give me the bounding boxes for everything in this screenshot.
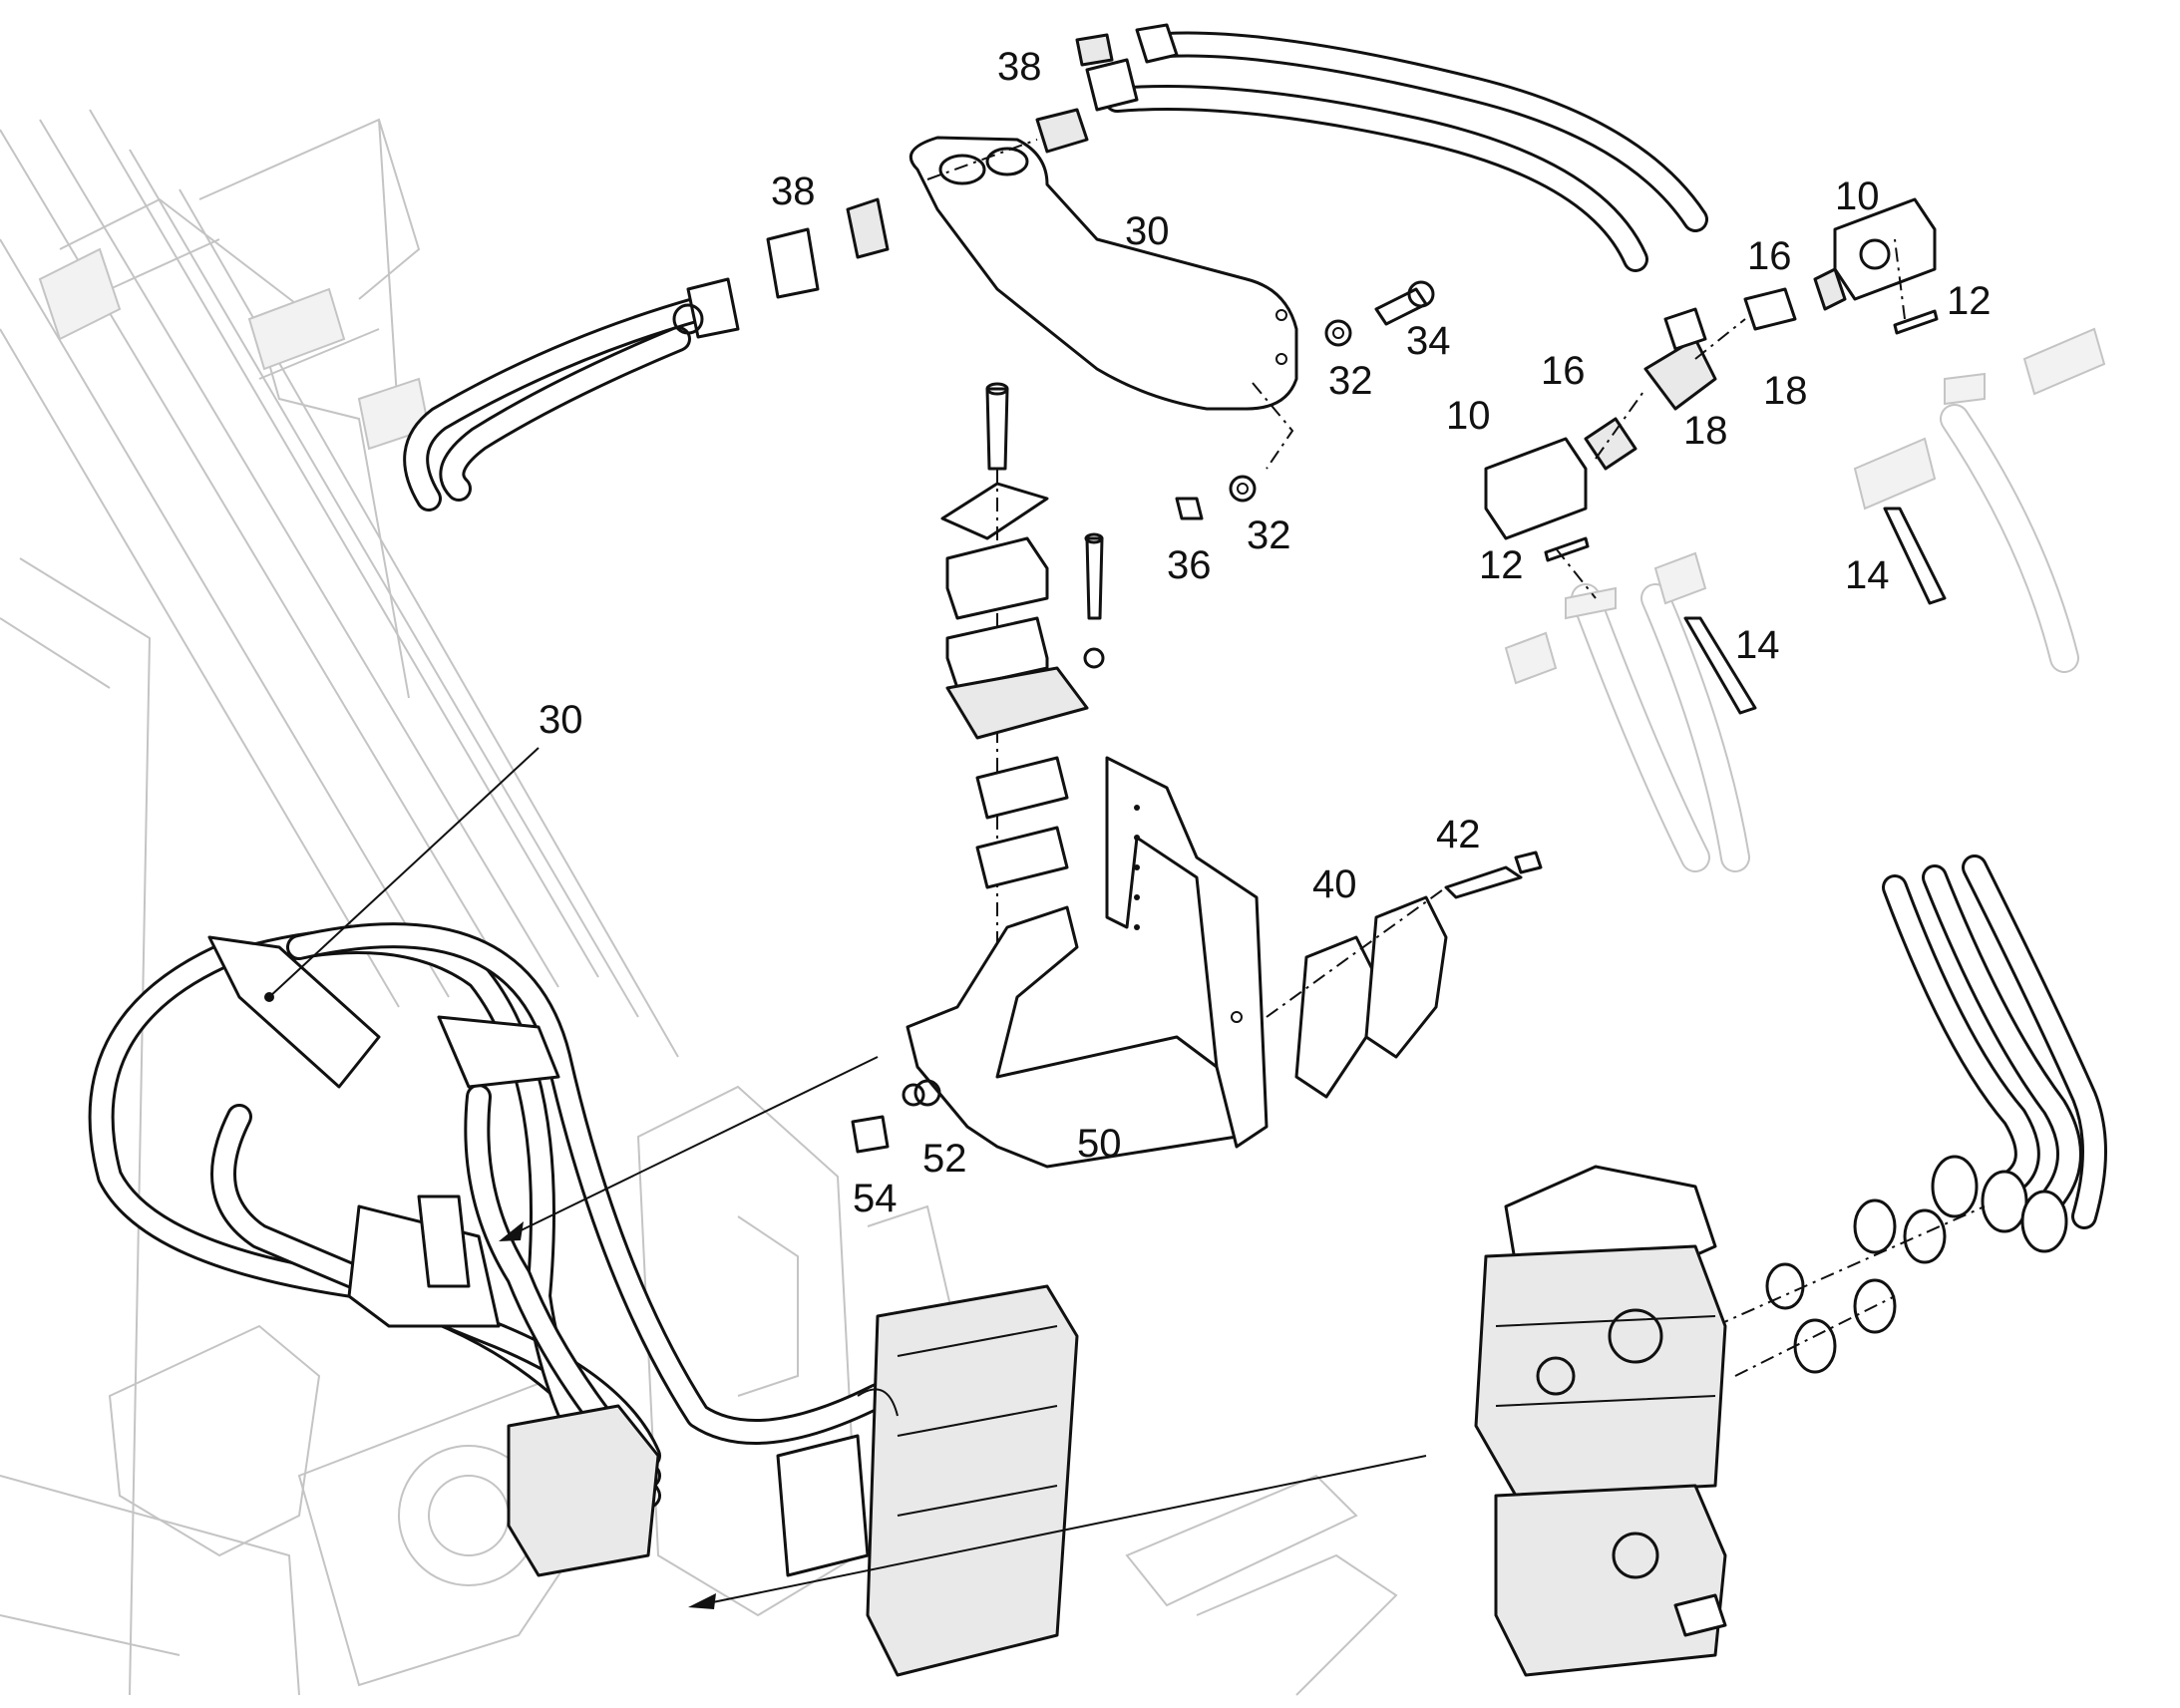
callout-50: 50 — [1077, 1122, 1122, 1166]
callout-30: 30 — [1125, 209, 1170, 253]
callout-10: 10 — [1446, 394, 1491, 438]
callout-12: 12 — [1947, 279, 1992, 323]
callout-10: 10 — [1835, 174, 1880, 218]
arrow-leader-1 — [508, 1056, 879, 1237]
leader-30b — [268, 747, 540, 998]
callout-38: 38 — [771, 170, 816, 213]
callout-16: 16 — [1747, 234, 1792, 278]
callout-labels: 38 38 30 34 32 32 36 10 16 12 18 16 10 1… — [539, 45, 1992, 1220]
callout-32: 32 — [1247, 513, 1291, 557]
callout-40: 40 — [1312, 862, 1357, 906]
callout-18: 18 — [1763, 369, 1808, 413]
callout-36: 36 — [1167, 543, 1212, 587]
arrow-head-1 — [499, 1221, 524, 1241]
callout-32: 32 — [1328, 359, 1373, 403]
valve-stack-right — [1474, 854, 2107, 1677]
callout-14: 14 — [1845, 553, 1890, 597]
installed-hose-assembly — [88, 922, 1079, 1677]
ghosted-tractor-frame — [0, 109, 2106, 1696]
callout-52: 52 — [922, 1137, 967, 1181]
callout-16: 16 — [1541, 349, 1586, 393]
fittings-38 — [672, 23, 1179, 339]
callout-42: 42 — [1436, 813, 1481, 856]
bracket-50 — [851, 756, 1269, 1169]
bracket-30-plate — [908, 136, 1298, 411]
arrow-head-2 — [688, 1593, 716, 1609]
callout-54: 54 — [853, 1177, 898, 1220]
callout-12: 12 — [1479, 543, 1524, 587]
clamp-40-bolt-42 — [1266, 851, 1543, 1099]
callout-30: 30 — [539, 698, 583, 742]
callout-18: 18 — [1683, 409, 1728, 453]
callout-14: 14 — [1735, 623, 1780, 667]
callout-38: 38 — [997, 45, 1042, 89]
callout-34: 34 — [1406, 319, 1451, 363]
top-hose-pair — [403, 31, 1708, 512]
fasteners-32-34-36 — [926, 139, 1435, 520]
coupler-group-right — [1484, 197, 1947, 715]
arrow-leader-2 — [697, 1455, 1427, 1606]
